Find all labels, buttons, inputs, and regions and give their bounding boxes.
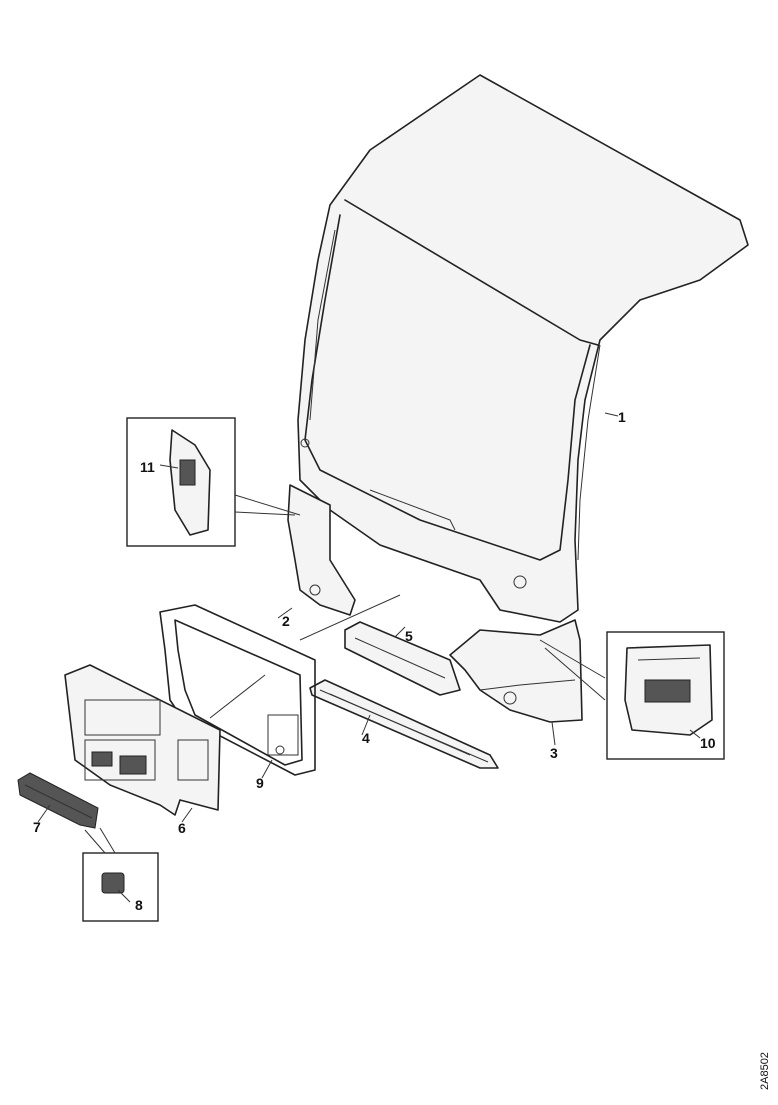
detail-box-8 [82, 852, 159, 922]
part-5-upper-trim-strip [344, 621, 461, 696]
callout-3: 3 [550, 745, 558, 761]
leader-lines [37, 412, 701, 903]
part-7-grille-mesh [17, 772, 99, 829]
callout-9: 9 [256, 775, 264, 791]
callout-labels: 1 2 3 4 5 6 7 8 9 10 11 2A8502 [33, 409, 771, 1090]
callout-2: 2 [282, 613, 290, 629]
callout-6: 6 [178, 820, 186, 836]
callout-5: 5 [405, 628, 413, 644]
part-9-seal-frame [159, 604, 316, 776]
part-4-lower-trim-strip [309, 679, 499, 769]
callout-10: 10 [700, 735, 716, 751]
callout-11: 11 [140, 459, 155, 475]
reference-code: 2A8502 [759, 1052, 771, 1090]
part-1-front-panel [297, 74, 749, 623]
detail-box-11 [126, 417, 236, 547]
callout-8: 8 [135, 897, 143, 913]
part-3-right-corner-panel [449, 619, 583, 723]
callout-7: 7 [33, 819, 41, 835]
part-2-left-corner-panel [287, 484, 356, 616]
part-6-outer-panel [64, 664, 221, 816]
callout-4: 4 [362, 730, 370, 746]
callout-1: 1 [618, 409, 626, 425]
detail-box-10 [606, 631, 725, 760]
